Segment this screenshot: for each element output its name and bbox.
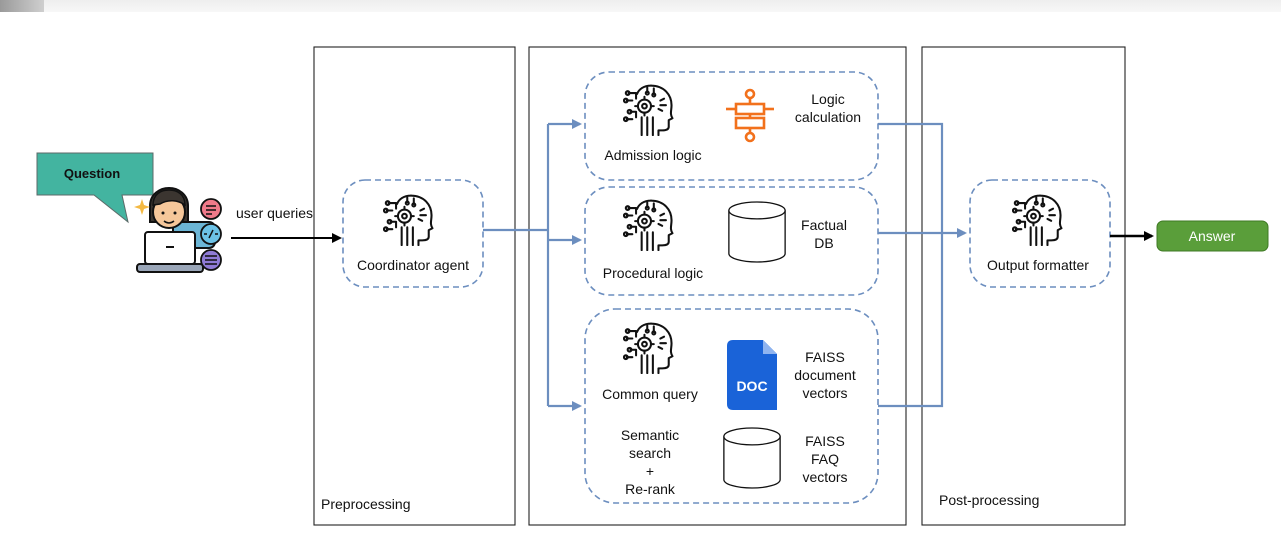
factual-db-line2: DB <box>814 235 833 251</box>
processing-panel <box>528 46 907 526</box>
coordinator-agent-box <box>342 179 484 288</box>
faiss-faq-line1: FAISS <box>805 433 845 449</box>
robot-head-icon <box>623 322 674 374</box>
faiss-faq-line3: vectors <box>802 469 847 485</box>
admission-logic-label: Admission logic <box>604 147 701 163</box>
output-formatter-box <box>969 179 1111 288</box>
answer-label: Answer <box>1189 228 1236 244</box>
faiss-faq-line2: FAQ <box>811 451 839 467</box>
answer-box <box>1156 220 1269 252</box>
database-cylinder-icon <box>728 201 786 263</box>
faiss-document-line2: document <box>794 367 856 383</box>
flowchart-icon <box>726 88 774 143</box>
semantic-search-line4: Re-rank <box>625 481 676 497</box>
logic-calculation-line2: calculation <box>795 109 861 125</box>
coordinator-agent-label: Coordinator agent <box>357 257 469 273</box>
user-queries-label: user queries <box>236 205 313 221</box>
faiss-document-line1: FAISS <box>805 349 845 365</box>
semantic-search-line3: + <box>646 463 654 479</box>
postprocessing-panel <box>921 46 1126 526</box>
factual-db-line1: Factual <box>801 217 847 233</box>
output-formatter-label: Output formatter <box>987 257 1089 273</box>
robot-head-icon <box>1012 194 1063 246</box>
question-label: Question <box>64 166 120 181</box>
preprocessing-panel <box>313 46 516 526</box>
procedural-logic-label: Procedural logic <box>603 265 703 281</box>
user-laptop-icon <box>134 186 222 273</box>
semantic-search-line2: search <box>629 445 671 461</box>
document-icon: DOC <box>727 340 777 410</box>
preprocessing-label: Preprocessing <box>321 496 411 512</box>
window-top-strip-edge <box>0 0 44 12</box>
semantic-search-line1: Semantic <box>621 427 679 443</box>
logic-calculation-line1: Logic <box>811 91 844 107</box>
doc-badge-label: DOC <box>736 378 767 394</box>
question-callout <box>36 152 154 224</box>
admission-logic-box <box>584 71 879 181</box>
flow-connectors <box>483 119 967 411</box>
common-query-label: Common query <box>602 386 698 402</box>
robot-head-icon <box>623 199 674 251</box>
procedural-logic-box <box>584 186 879 296</box>
robot-head-icon <box>623 84 674 136</box>
faiss-document-line3: vectors <box>802 385 847 401</box>
postprocessing-label: Post-processing <box>939 492 1039 508</box>
robot-head-icon <box>383 194 434 246</box>
database-cylinder-icon <box>723 427 781 489</box>
window-top-strip <box>0 0 1281 12</box>
